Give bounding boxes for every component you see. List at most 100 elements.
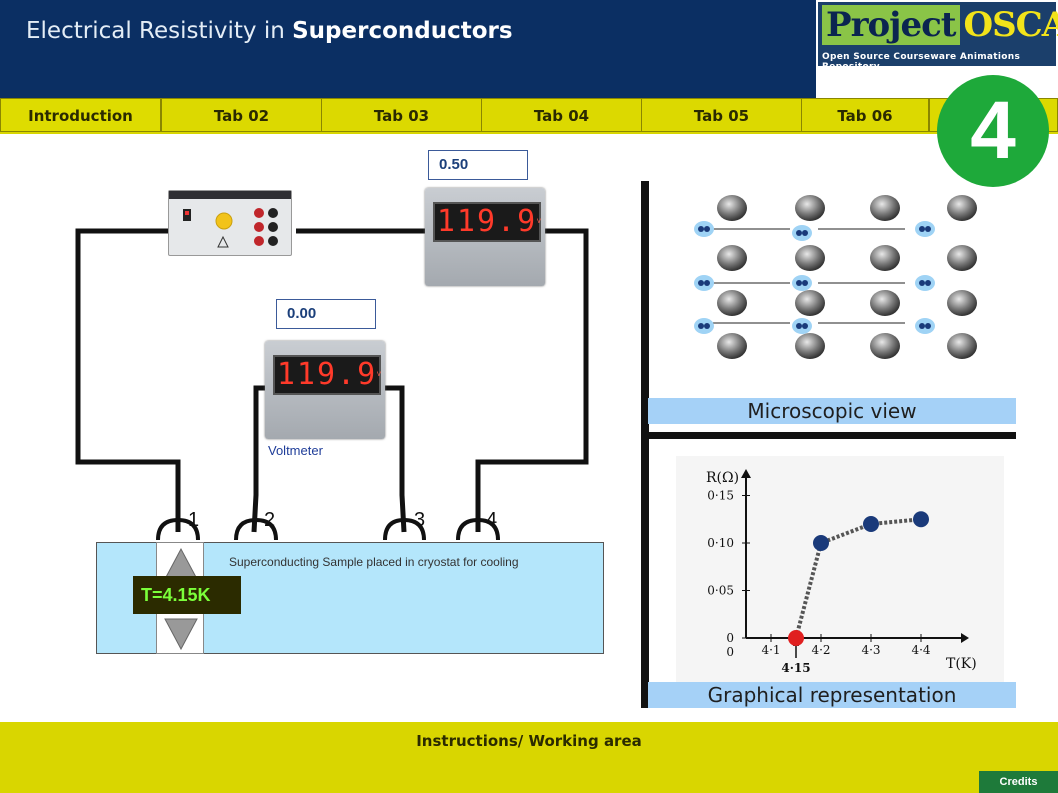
cooper-pair <box>694 275 714 291</box>
power-supply-panel-icon <box>183 208 278 248</box>
lattice-ion <box>717 245 747 271</box>
lattice-ion <box>717 290 747 316</box>
panel-divider-horizontal <box>649 432 1016 439</box>
tab-04[interactable]: Tab 04 <box>481 98 642 132</box>
logo-wordmark: ProjectOSCAR <box>822 5 1058 49</box>
y-axis-label: R(Ω) <box>706 470 739 486</box>
lattice-ion <box>717 333 747 359</box>
probe-contact-4 <box>456 517 500 541</box>
title-prefix: Electrical Resistivity in <box>26 18 293 44</box>
wire-left <box>75 228 181 532</box>
voltmeter-unit: V <box>376 371 381 378</box>
title-bold: Superconductors <box>292 18 513 44</box>
voltmeter: 119.9 V <box>265 341 385 439</box>
current-point <box>788 630 804 646</box>
lattice-ion <box>795 333 825 359</box>
series-line <box>794 517 922 639</box>
header-bar: Electrical Resistivity in Superconductor… <box>0 0 816 98</box>
graph-view-label: Graphical representation <box>648 682 1016 708</box>
ammeter-display: 119.9 <box>433 202 541 242</box>
project-oscar-logo: ProjectOSCAR Open Source Courseware Anim… <box>816 0 1058 72</box>
tab-06[interactable]: Tab 06 <box>801 98 929 132</box>
power-supply-top <box>169 191 291 199</box>
tab-bar: Introduction Tab 02 Tab 03 Tab 04 Tab 05… <box>0 98 1058 134</box>
cooper-pair <box>915 318 935 334</box>
voltmeter-display: 119.9 <box>273 355 381 395</box>
lattice-ion <box>947 290 977 316</box>
x-tick-label: 4·2 <box>811 643 830 657</box>
instructions-area: Instructions/ Working area <box>0 722 1058 793</box>
probe-contact-2 <box>234 517 278 541</box>
y-tick-label: 0·05 <box>707 584 734 598</box>
microscopic-lattice <box>694 195 977 359</box>
tab-05[interactable]: Tab 05 <box>641 98 802 132</box>
logo-box: ProjectOSCAR Open Source Courseware Anim… <box>818 2 1058 72</box>
graph-area: 0 0·05 0·10 0·15 4·1 4·2 4·3 4·4 0 4·15 R(Ω) T(K) <box>676 456 1004 684</box>
resistance-temperature-chart: 0 0·05 0·10 0·15 4·1 4·2 4·3 4·4 0 4·15 R(Ω) T(K) <box>706 469 977 675</box>
data-point <box>813 535 829 551</box>
power-supply[interactable] <box>168 190 292 256</box>
logo-word-project: Project <box>822 5 960 45</box>
y-tick-label: 0 <box>726 631 734 645</box>
logo-word-oscar: OSCAR <box>963 5 1058 45</box>
y-tick-label: 0·10 <box>707 536 734 550</box>
cooper-pair <box>792 225 812 241</box>
lattice-ion <box>795 290 825 316</box>
highlight-tick-label: 4·15 <box>781 661 810 675</box>
lattice-ion <box>870 245 900 271</box>
lattice-ion <box>870 195 900 221</box>
probe-number-3: 3 <box>414 509 425 531</box>
lattice-ion <box>947 333 977 359</box>
x-tick-label: 4·1 <box>761 643 780 657</box>
x-axis-label: T(K) <box>946 656 977 672</box>
ammeter-readout: 0.50 <box>428 150 528 180</box>
wire-voltmeter-left <box>251 385 268 533</box>
cooper-pair <box>792 318 812 334</box>
probe-contact-1 <box>156 517 200 541</box>
y-axis-arrow <box>741 469 751 478</box>
y-tick-label: 0·15 <box>707 489 734 503</box>
cooper-pair <box>792 275 812 291</box>
ammeter-unit: V <box>536 218 541 225</box>
instructions-title: Instructions/ Working area <box>416 732 642 750</box>
panel-divider-vertical <box>641 181 649 708</box>
tab-03[interactable]: Tab 03 <box>321 98 482 132</box>
x-tick-label: 4·4 <box>911 643 930 657</box>
cooper-pair <box>694 221 714 237</box>
microscopic-view-label: Microscopic view <box>648 398 1016 424</box>
probe-number-4: 4 <box>486 509 497 531</box>
x-tick-label: 4·3 <box>861 643 880 657</box>
lattice-ion <box>717 195 747 221</box>
cooper-pair <box>694 318 714 334</box>
voltmeter-readout: 0.00 <box>276 299 376 329</box>
credits-button[interactable]: Credits <box>979 771 1058 793</box>
lattice-ion <box>947 195 977 221</box>
tab-02[interactable]: Tab 02 <box>161 98 322 132</box>
ammeter: 119.9 V <box>425 188 545 286</box>
lattice-ion <box>870 333 900 359</box>
x-axis-arrow <box>961 633 969 643</box>
lattice-ion <box>795 245 825 271</box>
tab-introduction[interactable]: Introduction <box>0 98 161 132</box>
cooper-pair <box>915 275 935 291</box>
probe-number-1: 1 <box>188 509 199 531</box>
step-number-badge: 4 <box>937 75 1049 187</box>
temperature-down-button[interactable] <box>163 615 199 651</box>
probe-number-2: 2 <box>264 509 275 531</box>
data-point <box>913 511 929 528</box>
data-point <box>863 516 879 532</box>
lattice-ion <box>947 245 977 271</box>
cooper-pair <box>915 221 935 237</box>
lattice-ion <box>795 195 825 221</box>
lattice-ion <box>870 290 900 316</box>
sample-label: Superconducting Sample placed in cryosta… <box>229 555 519 569</box>
cooper-pairs <box>694 221 935 334</box>
voltmeter-label: Voltmeter <box>268 443 323 458</box>
page-title: Electrical Resistivity in Superconductor… <box>26 18 513 44</box>
temperature-display: T=4.15K <box>133 576 241 614</box>
logo-tagline: Open Source Courseware Animations Reposi… <box>822 52 1021 72</box>
lattice-ions <box>717 195 977 359</box>
origin-label: 0 <box>726 645 734 659</box>
probe-contact-3 <box>383 517 426 541</box>
wire-voltmeter-right <box>385 385 407 533</box>
